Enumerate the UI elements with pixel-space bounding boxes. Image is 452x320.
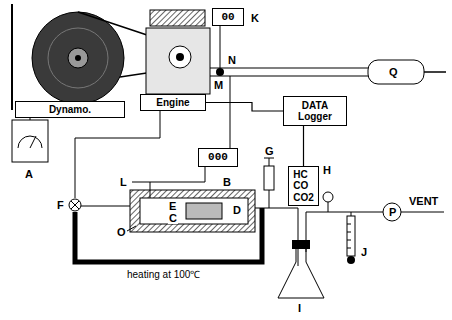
dynamo-label-box: Dynamo.	[15, 101, 125, 118]
box-text: 00	[221, 11, 234, 24]
analyzer-line	[328, 202, 329, 212]
box-text: 000	[208, 151, 228, 164]
engine-body	[146, 28, 210, 94]
box-text: HC CO CO2	[293, 169, 314, 204]
cylinder-head	[150, 10, 205, 26]
callout-letter: M	[213, 79, 224, 91]
sampling-tube	[140, 198, 248, 224]
signal-wire	[303, 126, 304, 166]
note-label: heating at 100℃	[126, 269, 201, 281]
flask-outlet	[306, 212, 383, 252]
pulley-hub	[176, 53, 184, 61]
analyzer-box: HC CO CO2	[288, 166, 319, 206]
sensor-wire	[230, 76, 231, 148]
flowmeter-bulb	[347, 256, 355, 264]
exhaust-pipe	[210, 68, 368, 76]
sample-cartridge	[186, 203, 222, 219]
callout-letter: A	[24, 168, 34, 180]
callout-letter: E	[168, 200, 177, 212]
flask	[278, 248, 324, 298]
engine-pulley	[169, 46, 191, 68]
callout-letter: Q	[388, 66, 399, 78]
dynamo-ring	[48, 28, 108, 88]
callout-letter: H	[322, 164, 332, 176]
muffler	[368, 60, 424, 84]
callout-letter: L	[119, 176, 128, 188]
callout-letter: J	[360, 246, 368, 258]
signal-wire	[206, 103, 283, 112]
leader-line	[127, 226, 136, 231]
callout-letter: I	[297, 302, 302, 314]
syringe-needle	[269, 190, 270, 208]
callout-letter: D	[232, 204, 242, 216]
flask-inlet	[298, 249, 299, 266]
syringe-plunger	[264, 158, 274, 166]
callout-letter: VENT	[408, 195, 439, 207]
thermocouple-wire	[132, 167, 205, 182]
sample-inlet-line	[75, 111, 160, 198]
analyzer-port	[323, 192, 333, 202]
meter-needle	[30, 136, 36, 148]
engine-label-box: Engine	[140, 94, 206, 111]
tail-pipe	[424, 71, 446, 73]
flowmeter-link	[351, 212, 352, 216]
thermocouple-probe	[150, 182, 151, 198]
sensor-wire	[220, 26, 221, 68]
stopper	[292, 240, 310, 249]
callout-letter: C	[168, 212, 178, 224]
flowmeter-tube	[347, 216, 355, 256]
valve	[69, 199, 81, 211]
pump	[383, 203, 401, 221]
display-box: 00	[212, 8, 244, 26]
display-box: 000	[198, 148, 238, 167]
dynamo-axle	[75, 55, 81, 61]
data-logger-box: DATA Logger	[283, 96, 347, 126]
flowmeter-ticks	[347, 224, 351, 248]
callout-letter: B	[222, 176, 232, 188]
box-text: Dynamo.	[49, 104, 91, 116]
stand	[11, 4, 13, 110]
dynamo-hub	[68, 48, 88, 68]
valve-cross	[71, 201, 79, 209]
inlet-pipe	[81, 206, 130, 207]
callout-letter: G	[264, 145, 275, 157]
box-text: DATA Logger	[292, 100, 338, 123]
callout-letter: O	[116, 226, 127, 238]
callout-letter: N	[227, 54, 237, 66]
sensor	[216, 68, 224, 76]
callout-letter: K	[250, 12, 260, 24]
vent-line	[401, 212, 444, 213]
outlet-line	[255, 208, 298, 266]
meter-scale	[18, 136, 42, 148]
syringe-barrel	[264, 166, 274, 190]
meter	[12, 120, 48, 162]
dynamo-disc	[32, 12, 124, 104]
box-text: Engine	[156, 97, 189, 109]
heater-jacket	[130, 190, 255, 232]
callout-letter: P	[388, 206, 397, 218]
callout-letter: F	[56, 199, 65, 211]
